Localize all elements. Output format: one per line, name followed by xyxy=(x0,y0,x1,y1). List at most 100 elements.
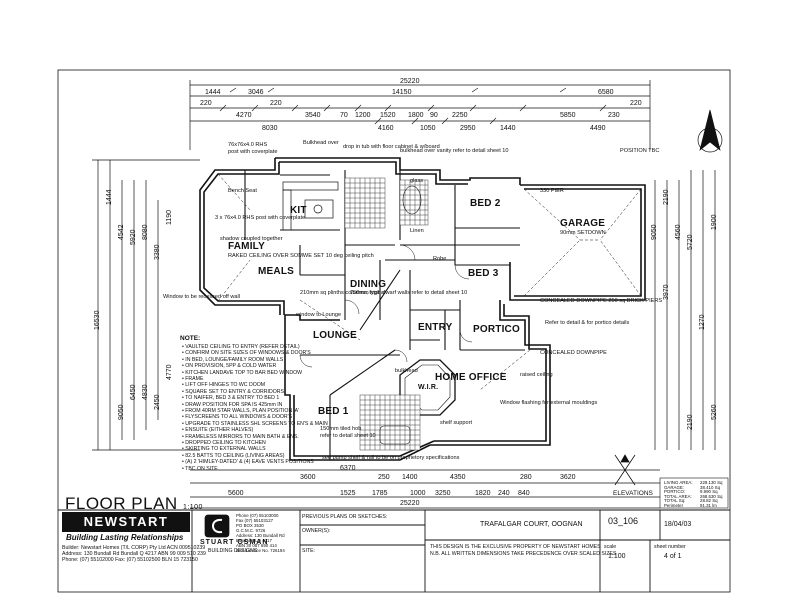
plan-title: FLOOR PLAN 1:100 xyxy=(65,494,203,514)
designer-name: STUART OSMAN xyxy=(200,539,269,546)
annotation: Robe xyxy=(433,256,447,262)
site-label: SITE: xyxy=(302,548,315,554)
area-value: 91.31 lm xyxy=(700,503,717,508)
note-item: • FRAME xyxy=(182,376,204,382)
dim-left-7: 4830 xyxy=(142,384,149,400)
dim-left-1: 1444 xyxy=(106,189,113,205)
dim-top-r3-6: 4490 xyxy=(590,125,606,132)
builder-line-3: Phone: (07) 55102000 Fax: (07) 55102500 … xyxy=(62,557,198,563)
plan-date: 18/04/03 xyxy=(664,521,692,528)
copyright-line-1: THIS DESIGN IS THE EXCLUSIVE PROPERTY OF… xyxy=(430,544,601,550)
dim-left-4: 5920 xyxy=(130,229,137,245)
dim-top-1: 1444 xyxy=(205,89,221,96)
room-dining: DINING xyxy=(350,279,387,290)
annotation: 3 x 76x4.0 RHS post with coverplate xyxy=(215,215,306,221)
dim-left-9: 2450 xyxy=(154,394,161,410)
area-value: 38.410 Sq xyxy=(700,484,721,490)
annotation: glass xyxy=(410,178,424,184)
note-item: • TBC ON SITE xyxy=(182,465,218,472)
dim-top-r2-7: 1520 xyxy=(380,112,396,119)
plan-title-text: FLOOR PLAN xyxy=(65,494,178,513)
external-walls xyxy=(199,157,646,461)
dim-top-r2-10: 2250 xyxy=(452,112,468,119)
annotation: RAKED CEILING OVER SOMWE SET 10 deg ceil… xyxy=(228,253,374,259)
dim-right-4: 4560 xyxy=(675,224,682,240)
kitchen-benches xyxy=(282,181,339,231)
annotation: refer to detail sheet 10 xyxy=(320,433,376,439)
copyright-line-2: N.B. ALL WRITTEN DIMENSIONS TAKE PRECEDE… xyxy=(430,551,617,557)
note-item: • 82.5 BATTS TO CEILING (LIVING AREAS) xyxy=(182,452,285,459)
room-meals: MEALS xyxy=(258,266,294,277)
note-item: • FRAMELESS MIRRORS TO MAIN BATH & ENS. xyxy=(182,433,299,440)
annotation: 90mm SETDOWN xyxy=(560,230,606,236)
annotation: Window flashing for external mouldings xyxy=(500,400,598,406)
room-kit: KIT xyxy=(290,205,307,216)
room-wir: W.I.R. xyxy=(418,384,439,391)
annotation: Bench Seat xyxy=(228,188,257,194)
dim-bottom-2: 3600 xyxy=(300,474,316,481)
project-name: TRAFALGAR COURT, OOGNAN xyxy=(480,521,583,528)
annotation: 750mm high dwarf walls refer to detail s… xyxy=(350,290,468,296)
job-number: 03_106 xyxy=(608,516,639,526)
builder-line-2: Address: 130 Bundall Rd Bundall Q 4217 A… xyxy=(62,551,206,557)
builder-line-1: Builder: Newstart Homes (T/L CORP) Pty L… xyxy=(62,545,206,551)
area-label: TOTAL Sq: xyxy=(664,498,686,504)
annotation: Linen xyxy=(410,228,424,234)
dim-top-r2-12: 230 xyxy=(608,112,620,119)
dim-bottom-8: 3620 xyxy=(560,474,576,481)
note-item: • VAULTED CEILING TO ENTRY (REFER DETAIL… xyxy=(182,344,300,350)
area-label: LIVING AREA: xyxy=(664,480,693,485)
annotation: post with coverplate xyxy=(228,149,278,155)
dim-top-3: 14150 xyxy=(392,89,412,96)
room-portico: PORTICO xyxy=(473,324,520,335)
dim-bottom-7: 280 xyxy=(520,474,532,481)
room-bed1: BED 1 xyxy=(318,406,349,417)
designer-contact-line: Phone (07) 55103000 xyxy=(236,513,279,518)
dim-top-r2-3: 220 xyxy=(270,100,282,107)
room-bed2: BED 2 xyxy=(470,198,501,209)
dim-top-r2-2: 4270 xyxy=(236,112,252,119)
dim-top-r2-4: 3540 xyxy=(305,112,321,119)
scale-value: 1:100 xyxy=(608,553,626,560)
dim-right-8: 5260 xyxy=(711,404,718,420)
dim-right-2: 2190 xyxy=(663,189,670,205)
annotation: see pump shelf & rail to be on proprieto… xyxy=(322,455,460,461)
annotation: window to Lounge xyxy=(296,312,342,318)
dim-left-8: 3380 xyxy=(154,244,161,260)
dim-top-r3-1: 8030 xyxy=(262,125,278,132)
dim-bottom-4: 250 xyxy=(378,474,390,481)
areas-table xyxy=(659,477,729,509)
dim-right-9: 1900 xyxy=(711,214,718,230)
stuart-osman-logo xyxy=(204,514,230,538)
dim-top-r3-3: 1050 xyxy=(420,125,436,132)
dim-left-total: 16530 xyxy=(94,310,101,330)
dim-left-5: 6450 xyxy=(130,384,137,400)
dim-top-total: 25220 xyxy=(400,78,420,85)
plan-scale: 1:100 xyxy=(182,504,203,511)
designer-contact-line: Fax (07) 55103127 xyxy=(236,518,274,523)
note-item: • LIFT OFF HINGES TO WC DOOM xyxy=(182,382,266,389)
room-garage: GARAGE xyxy=(560,218,606,229)
sheet-label: sheet number xyxy=(654,544,686,550)
note-item: • (A) 2 'HIMLEY-DATED' & (4) EAVE VENTS … xyxy=(182,459,314,466)
annotation: shelf support xyxy=(440,420,473,426)
dim-right-1: 9050 xyxy=(651,224,658,240)
dim-bottom-r2-5: 1820 xyxy=(475,490,491,497)
note-item: • ON PROVISION, 5PP & COLD WATER xyxy=(182,363,277,370)
dim-left-6: 8080 xyxy=(142,224,149,240)
annotation: shadow coupled together xyxy=(220,236,283,242)
area-label: TOTAL AREA: xyxy=(664,493,692,499)
dim-top-r3-5: 1440 xyxy=(500,125,516,132)
designer-contact-line: Bundall QLD 4217 xyxy=(236,538,272,543)
dim-bottom-r2-4: 3250 xyxy=(435,490,451,497)
rev-header: PREVIOUS PLANS OR SKETCHES: xyxy=(302,514,388,520)
annotation: Window to be recessed off wall xyxy=(163,294,241,300)
note-item: • SKIRTING TO EXTERNAL WALLS xyxy=(182,446,266,453)
annotation: CONCEALED DOWNPIPE xyxy=(540,350,607,356)
annotation: CONCEALED DOWNPIPE 250 sq BRICK PIERS xyxy=(540,298,663,304)
dim-bottom-r2-7: 840 xyxy=(518,490,530,497)
dim-bottom-r2-6: 240 xyxy=(498,490,510,497)
dim-bottom-6: 4350 xyxy=(450,474,466,481)
